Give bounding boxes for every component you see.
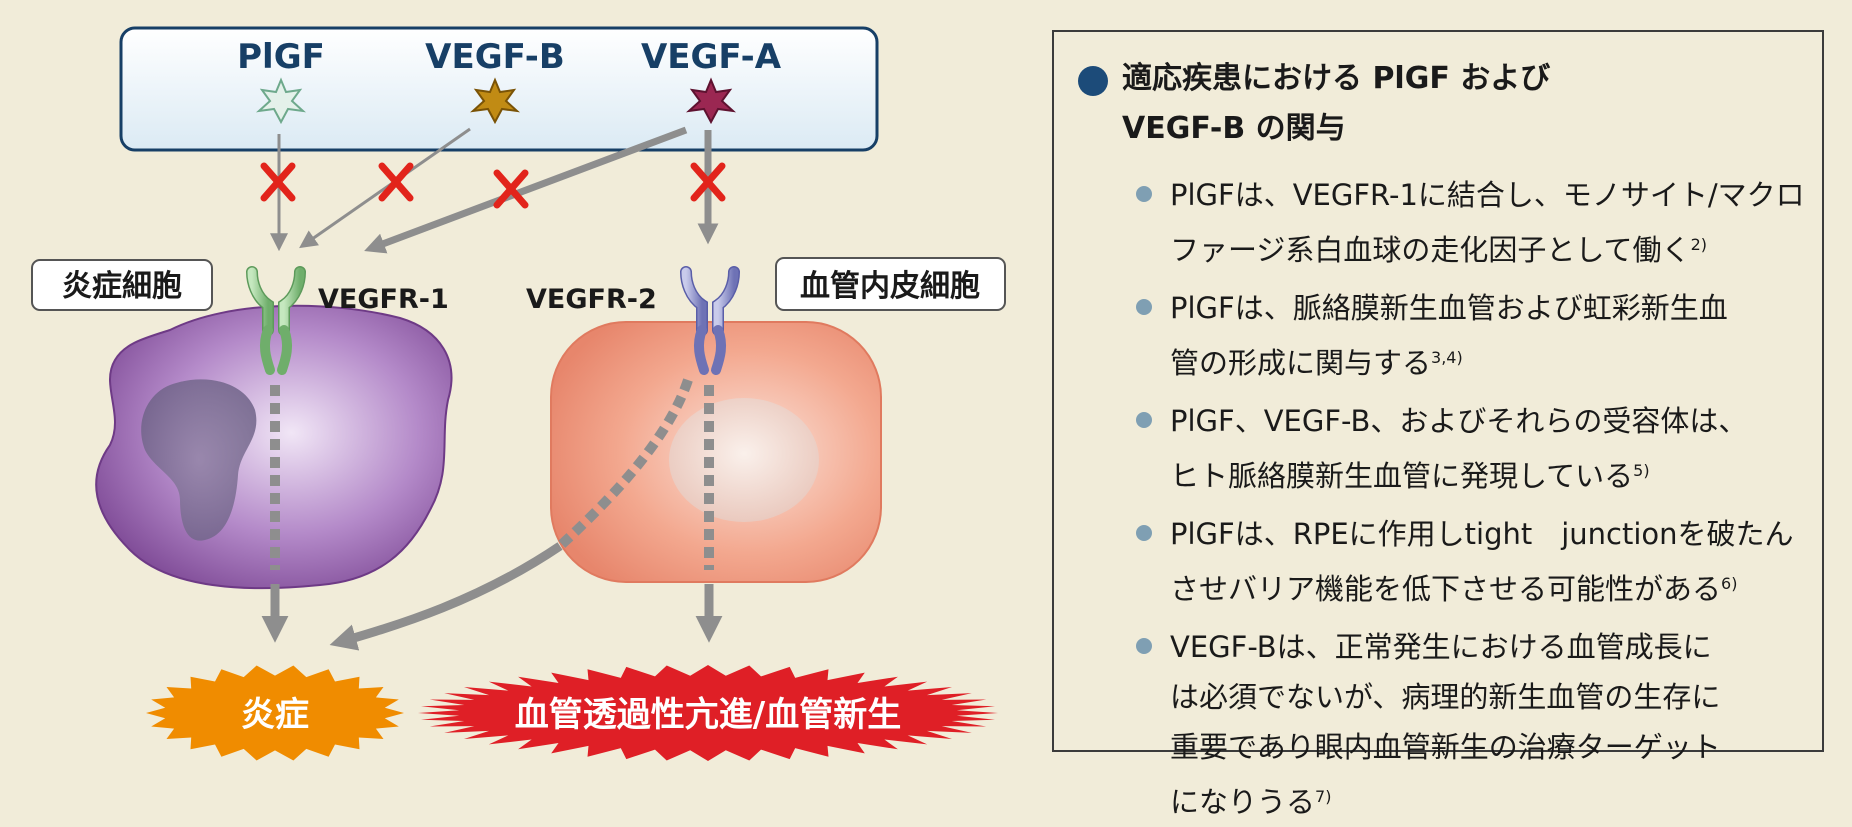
point-text: ファージ系白血球の走化因子として働く (1170, 233, 1691, 267)
bullet-dot-icon (1136, 186, 1152, 202)
list-item: VEGF-Bは、正常発生における血管成長には必須でないが、病理的新生血管の生存に… (1136, 622, 1804, 827)
vegfr2-label: VEGFR-2 (526, 284, 657, 315)
block-x-icon (378, 162, 414, 202)
point-list: PlGFは、VEGFR-1に結合し、モノサイト/マクロファージ系白血球の走化因子… (1078, 170, 1805, 827)
vegfr2-to-inflammation-dashed-path (556, 378, 693, 550)
ligand-label-vegfb: VEGF-B (425, 37, 565, 77)
reference-superscript: 3,4) (1431, 348, 1463, 367)
endothelial-cell-label-box (775, 257, 1006, 311)
panel-heading-line: 適応疾患における PlGF および (1122, 61, 1551, 96)
list-item: PlGFは、RPEに作用しtight junctionを破たんさせバリア機能を低… (1136, 509, 1804, 614)
reference-superscript: 5) (1633, 461, 1650, 480)
point-text: PlGFは、RPEに作用しtight junctionを破たん (1170, 517, 1794, 551)
point-text: ヒト脈絡膜新生血管に発現している (1170, 459, 1634, 493)
bullet-dot-icon (1136, 299, 1152, 315)
list-item: PlGFは、脈絡膜新生血管および虹彩新生血管の形成に関与する3,4) (1136, 283, 1804, 388)
point-line: ヒト脈絡膜新生血管に発現している5) (1170, 446, 1804, 501)
point-text: 管の形成に関与する (1170, 346, 1432, 380)
point-line: は必須でないが、病理的新生血管の生存に (1170, 672, 1804, 722)
bullet-dot-icon (1136, 525, 1152, 541)
point-text: 重要であり眼内血管新生の治療ターゲット (1170, 730, 1721, 764)
point-line: VEGF-Bは、正常発生における血管成長に (1170, 622, 1804, 672)
point-line: PlGF、VEGF-B、およびそれらの受容体は、 (1170, 396, 1804, 446)
point-text: は必須でないが、病理的新生血管の生存に (1170, 680, 1721, 714)
vegfr2-receptor-icon (680, 266, 740, 375)
bullet-dot-icon (1136, 412, 1152, 428)
permeability-badge (418, 665, 998, 761)
endothelial-cell-label: 血管内皮細胞 (800, 269, 980, 304)
point-line: 重要であり眼内血管新生の治療ターゲット (1170, 722, 1804, 772)
heading-bullet-icon (1078, 66, 1108, 96)
panel-heading-line: VEGF-B の関与 (1122, 111, 1346, 146)
point-text: させバリア機能を低下させる可能性がある (1170, 572, 1722, 606)
inflammatory-cell-nucleus (141, 379, 257, 541)
vegfa-to-vegfr1-arrow (364, 126, 688, 254)
reference-superscript: 6) (1721, 574, 1738, 593)
vegf-signaling-diagram: PlGF VEGF-B VEGF-A 炎症細胞 血管内皮細胞 (31, 26, 1006, 761)
point-text: VEGF-Bは、正常発生における血管成長に (1170, 630, 1712, 664)
panel-heading: 適応疾患における PlGF および VEGF-B の関与 (1078, 54, 1804, 154)
inflammation-label: 炎症 (241, 695, 309, 735)
permeability-label: 血管透過性亢進/血管新生 (515, 695, 901, 735)
inflammatory-cell-label-box (31, 259, 213, 311)
point-text: PlGF、VEGF-B、およびそれらの受容体は、 (1170, 404, 1748, 438)
inflammation-badge (146, 665, 404, 761)
ligand-label-plgf: PlGF (237, 37, 325, 77)
point-text: PlGFは、脈絡膜新生血管および虹彩新生血 (1170, 291, 1728, 325)
endothelial-cell-nucleus (669, 398, 819, 522)
ligand-label-vegfa: VEGF-A (641, 37, 782, 77)
bullet-dot-icon (1136, 638, 1152, 654)
point-line: PlGFは、脈絡膜新生血管および虹彩新生血 (1170, 283, 1804, 333)
inflammatory-cell-label: 炎症細胞 (62, 269, 182, 304)
block-x-icon (260, 162, 296, 202)
vegfa-star-icon (685, 77, 737, 125)
point-line: させバリア機能を低下させる可能性がある6) (1170, 559, 1804, 614)
point-line: ファージ系白血球の走化因子として働く2) (1170, 220, 1804, 275)
point-text: になりうる (1170, 785, 1316, 819)
vegfr1-receptor-icon (246, 266, 306, 375)
list-item: PlGFは、VEGFR-1に結合し、モノサイト/マクロファージ系白血球の走化因子… (1136, 170, 1805, 275)
reference-superscript: 7) (1315, 787, 1332, 806)
point-line: PlGFは、VEGFR-1に結合し、モノサイト/マクロ (1170, 170, 1805, 220)
point-line: PlGFは、RPEに作用しtight junctionを破たん (1170, 509, 1804, 559)
block-x-icon (493, 169, 529, 209)
plgf-star-icon (255, 77, 307, 125)
vegfr2-to-inflammation-arrow (329, 542, 563, 651)
block-x-icon (690, 162, 726, 202)
list-item: PlGF、VEGF-B、およびそれらの受容体は、ヒト脈絡膜新生血管に発現している… (1136, 396, 1804, 501)
reference-superscript: 2) (1690, 235, 1707, 254)
vegfb-star-icon (469, 77, 521, 125)
info-panel: 適応疾患における PlGF および VEGF-B の関与 PlGFは、VEGFR… (1052, 30, 1824, 819)
point-line: 管の形成に関与する3,4) (1170, 333, 1804, 388)
vegfr1-label: VEGFR-1 (318, 284, 449, 315)
point-line: になりうる7) (1170, 772, 1804, 827)
point-text: PlGFは、VEGFR-1に結合し、モノサイト/マクロ (1170, 178, 1805, 212)
